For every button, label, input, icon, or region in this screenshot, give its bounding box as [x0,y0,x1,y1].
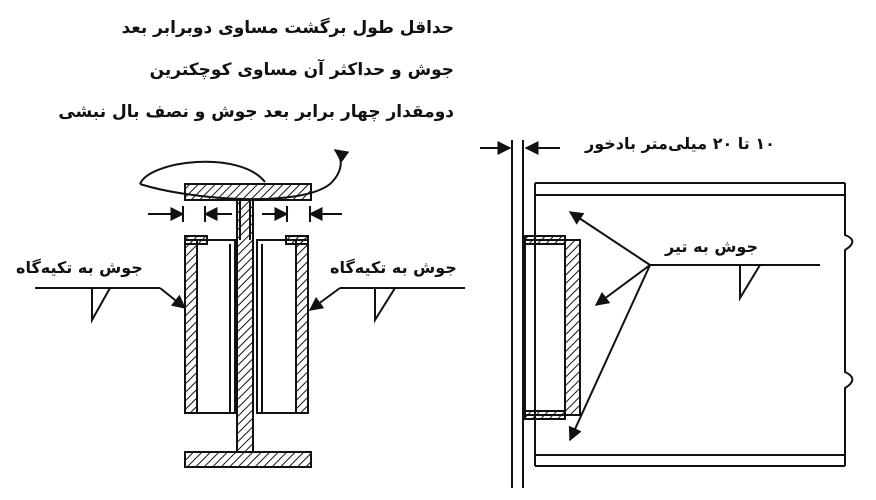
weld-to-beam-label: جوش به تیر [665,237,758,256]
right-angle-leg [295,239,309,414]
note-line-1: حداقل طول برگشت مساوی دوبرابر بعد [121,18,454,38]
note-line-3: دومقدار چهار برابر بعد جوش و نصف بال نبش… [58,102,454,122]
break-line [844,183,854,466]
right-angle-top-weld [285,235,309,245]
gap-tolerance-label: ۱۰ تا ۲۰ میلی‌متر بادخور [585,134,775,153]
bottom-flange [184,451,312,468]
note-line-2: جوش و حداکثر آن مساوی کوچکترین [149,60,454,80]
return-arc [139,160,266,185]
left-angle-top-weld [184,235,208,245]
weld-to-support-label-left: جوش به تکیه‌گاه [16,258,143,277]
section-view [35,149,465,468]
left-angle-leg [184,239,198,414]
angle-weld-strip [564,239,581,416]
elevation-view [480,140,854,488]
weld-to-support-label-right: جوش به تکیه‌گاه [330,258,457,277]
